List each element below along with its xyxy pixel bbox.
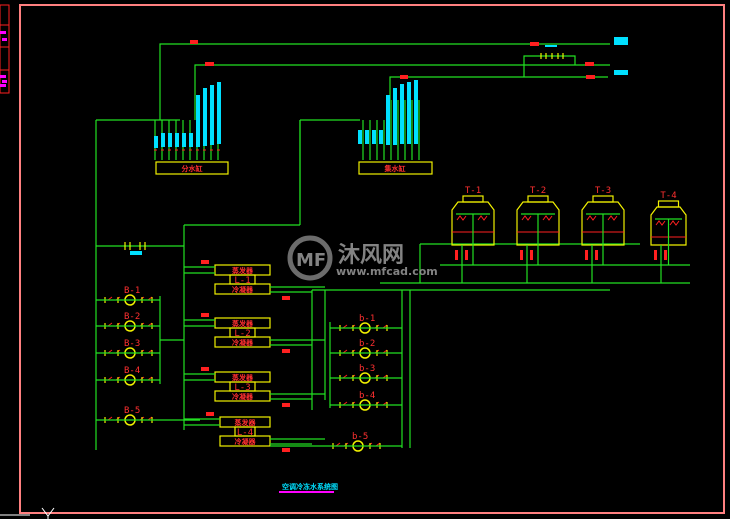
condenser-label: 冷凝器 bbox=[232, 392, 254, 401]
cooling-tower: T-4 bbox=[650, 191, 687, 283]
condenser-label: 冷凝器 bbox=[232, 285, 254, 294]
supply-manifold-labels bbox=[154, 82, 221, 148]
pump-label: B-4 bbox=[124, 366, 140, 376]
pump: b-2 bbox=[339, 339, 388, 359]
chilled-pumps: B-1B-2B-3B-4B-5 bbox=[96, 286, 200, 426]
supply-manifold: 分水缸 bbox=[95, 82, 229, 450]
cooling-pumps: b-1 b-2 b-3 b-4 b-5 bbox=[270, 290, 403, 452]
pump-label: b-5 bbox=[352, 432, 368, 442]
evaporator-label: 蒸发器 bbox=[232, 319, 254, 328]
pump: b-5 bbox=[332, 432, 381, 452]
pump: b-3 bbox=[339, 364, 388, 384]
chiller-label: L-1 bbox=[234, 276, 250, 286]
pump: B-2 bbox=[104, 312, 153, 332]
evaporator-label: 蒸发器 bbox=[232, 266, 254, 275]
condenser-label: 冷凝器 bbox=[235, 437, 257, 446]
drawing-frame bbox=[0, 4, 725, 519]
pump-label: B-1 bbox=[124, 286, 140, 296]
pump: B-1 bbox=[104, 286, 153, 306]
pump-label: B-5 bbox=[124, 406, 140, 416]
supply-manifold-label: 分水缸 bbox=[182, 164, 203, 173]
top-pipes bbox=[159, 37, 628, 120]
evaporator-label: 蒸发器 bbox=[232, 373, 254, 382]
watermark: MF 沐风网 www.mfcad.com bbox=[287, 235, 438, 281]
pump-label: b-1 bbox=[359, 314, 375, 324]
pump-label: b-2 bbox=[359, 339, 375, 349]
cooling-tower-label: T-3 bbox=[595, 186, 611, 196]
pump: b-1 bbox=[339, 314, 388, 334]
pump-label: b-3 bbox=[359, 364, 375, 374]
supply-manifold-box bbox=[155, 161, 229, 175]
watermark-logo: MF bbox=[296, 250, 326, 271]
pump: B-3 bbox=[104, 339, 153, 359]
chiller-label: L-2 bbox=[234, 329, 250, 339]
pump: b-4 bbox=[339, 391, 388, 411]
pump-label: B-2 bbox=[124, 312, 140, 322]
watermark-url: www.mfcad.com bbox=[336, 265, 438, 278]
condenser-label: 冷凝器 bbox=[232, 338, 254, 347]
pump: B-5 bbox=[104, 406, 153, 426]
cooling-tower: T-3 bbox=[581, 186, 625, 283]
return-manifold-box bbox=[358, 161, 433, 175]
cooling-tower: T-1 bbox=[451, 186, 495, 283]
chiller-label: L-4 bbox=[237, 428, 253, 438]
return-manifold-label: 集水缸 bbox=[384, 164, 406, 173]
pump: B-4 bbox=[104, 366, 153, 386]
drawing-title: 空调冷冻水系统图 bbox=[279, 482, 338, 493]
watermark-brand: 沐风网 bbox=[338, 243, 404, 268]
pump-label: b-4 bbox=[359, 391, 375, 401]
evaporator-label: 蒸发器 bbox=[235, 418, 257, 427]
main-connections bbox=[96, 120, 690, 448]
return-manifold: 集水缸 bbox=[184, 80, 433, 226]
cooling-tower: T-2 bbox=[516, 186, 560, 283]
cooling-tower-label: T-1 bbox=[465, 186, 481, 196]
pump-label: B-3 bbox=[124, 339, 140, 349]
cooling-tower-label: T-2 bbox=[530, 186, 546, 196]
drawing-title-text: 空调冷冻水系统图 bbox=[282, 482, 338, 491]
chiller-label: L-3 bbox=[234, 383, 250, 393]
cooling-tower-label: T-4 bbox=[660, 191, 676, 201]
